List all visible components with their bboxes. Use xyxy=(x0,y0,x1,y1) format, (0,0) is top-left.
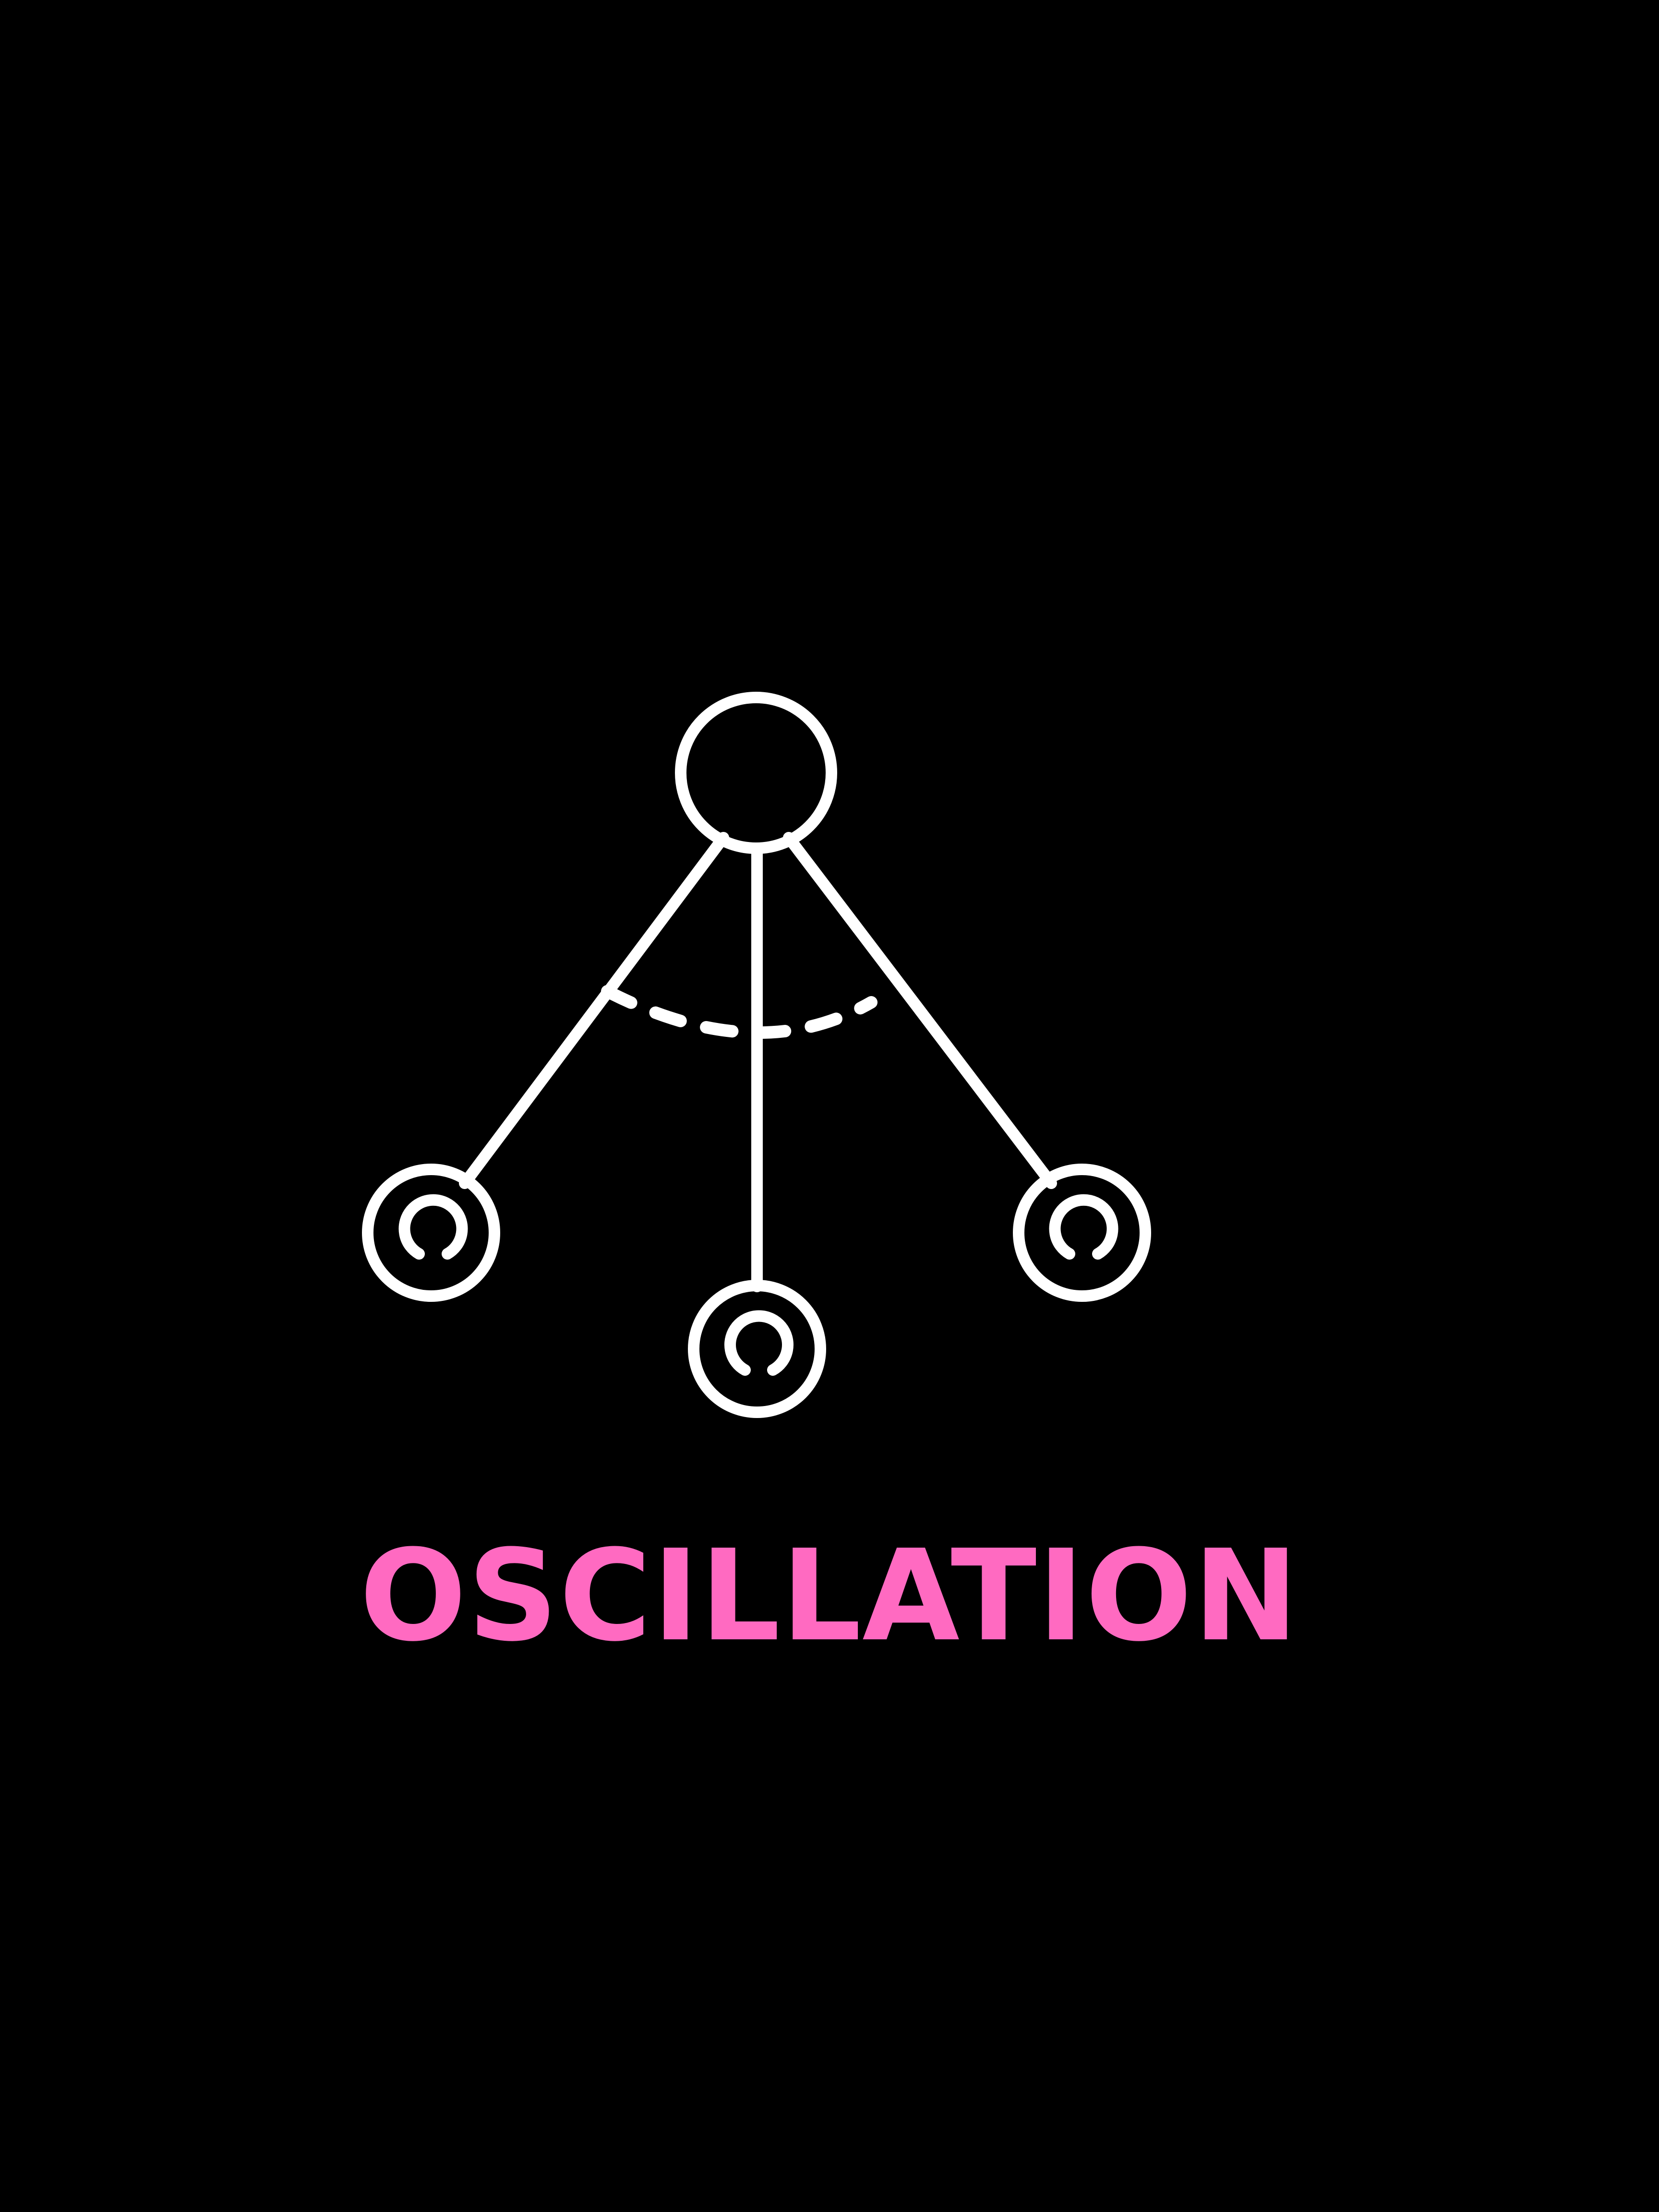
pivot-circle xyxy=(675,692,837,854)
bob-right-outer xyxy=(1013,1164,1151,1302)
bob-center-outer xyxy=(688,1280,826,1418)
bob-center-inner xyxy=(724,1310,793,1376)
bob-right-inner xyxy=(1049,1194,1118,1260)
page-title: OSCILLATION xyxy=(360,1523,1299,1669)
rod-left xyxy=(459,832,729,1189)
bob-left-outer xyxy=(362,1164,500,1302)
rod-right xyxy=(783,832,1057,1189)
swing-arc xyxy=(601,985,878,1039)
pendulum-icon xyxy=(362,692,1151,1418)
bob-left-inner xyxy=(398,1194,468,1260)
